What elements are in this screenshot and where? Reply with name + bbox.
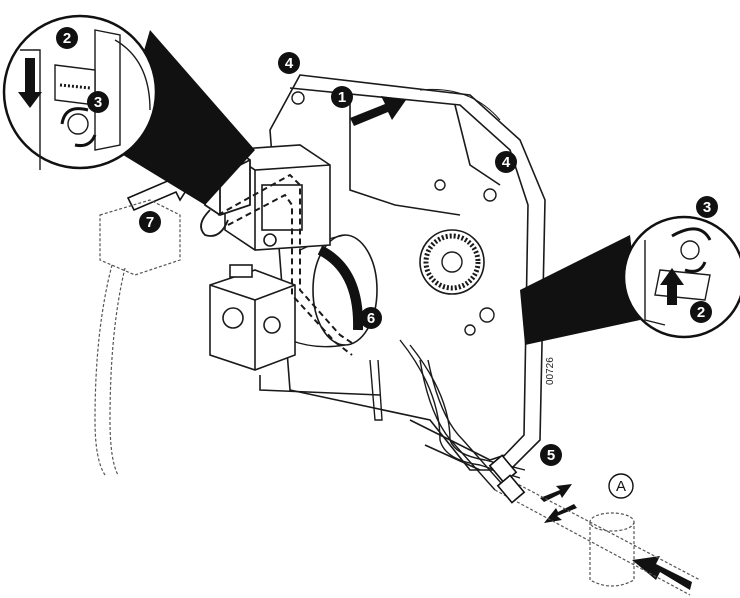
svg-text:2: 2 (63, 30, 71, 47)
magnifier-detail-right (520, 215, 740, 345)
svg-text:4: 4 (285, 55, 294, 72)
callout-3-top: 3 (87, 91, 109, 113)
burner-housing (269, 74, 546, 471)
svg-text:5: 5 (547, 447, 555, 464)
callout-6: 6 (360, 307, 382, 329)
svg-text:A: A (616, 478, 626, 495)
callout-7: 7 (139, 211, 161, 233)
oil-filter (494, 479, 701, 596)
hose-coupling (488, 454, 526, 504)
gear-wheel (419, 229, 485, 295)
magnifier-detail-top (2, 14, 255, 205)
svg-text:7: 7 (146, 214, 154, 231)
arrow-icon-push (350, 96, 406, 126)
svg-text:3: 3 (94, 94, 102, 111)
oil-hoses (369, 339, 526, 491)
plug-cable (94, 199, 181, 476)
letter-marker-A: A (608, 473, 634, 499)
arrow-icon-flow-small (540, 484, 577, 523)
callout-2-top: 2 (56, 27, 78, 49)
svg-text:2: 2 (697, 304, 705, 321)
callout-3-right: 3 (696, 196, 718, 218)
callout-4-left: 4 (278, 52, 300, 74)
screw-icon (291, 91, 497, 336)
svg-text:3: 3 (703, 199, 711, 216)
svg-text:6: 6 (367, 310, 375, 327)
oil-pump (209, 264, 381, 396)
drawing-code: 00726 (545, 357, 556, 385)
arrow-icon-oil-flow (632, 556, 692, 590)
cable-route (217, 173, 356, 356)
svg-text:4: 4 (502, 154, 511, 171)
svg-text:1: 1 (338, 89, 346, 106)
callout-2-right: 2 (690, 301, 712, 323)
control-box (224, 144, 331, 251)
callout-4-right: 4 (495, 151, 517, 173)
callout-5: 5 (540, 444, 562, 466)
callout-1: 1 (331, 86, 353, 108)
